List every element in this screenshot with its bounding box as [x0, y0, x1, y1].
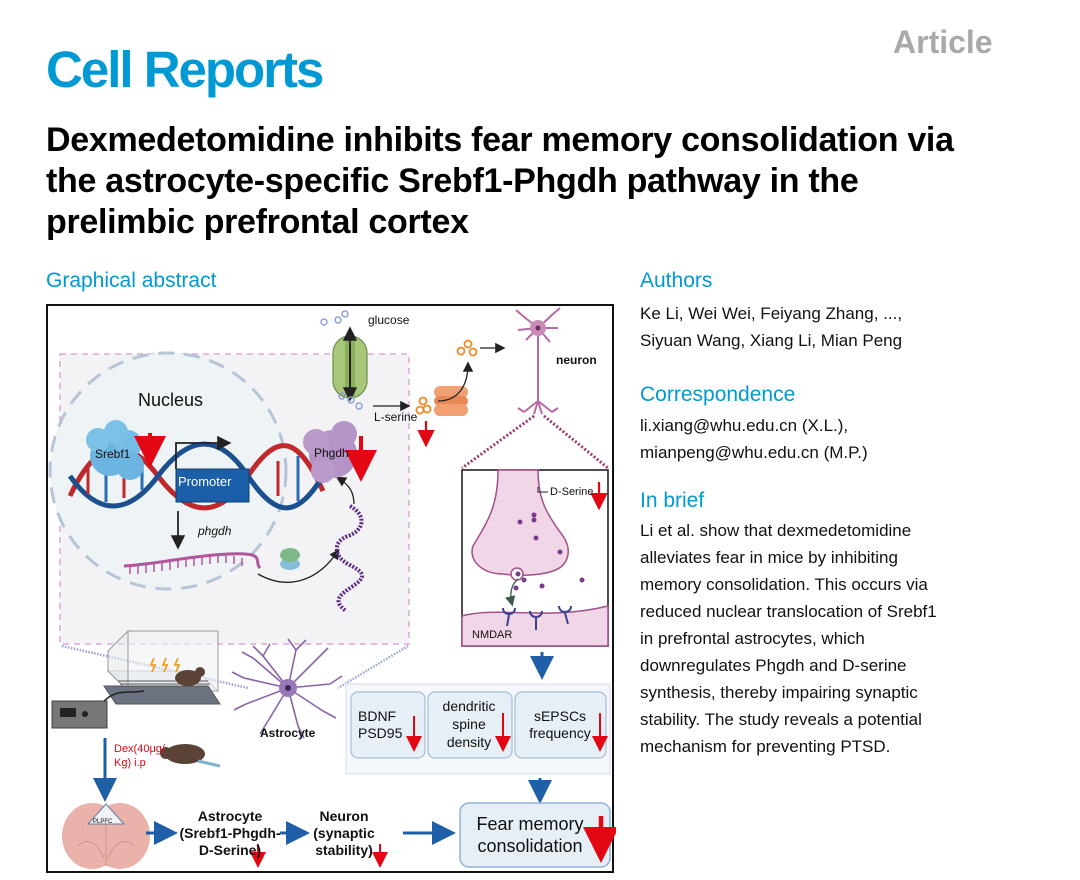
ribosome-icon [280, 548, 300, 570]
flow-neuron-line-3: stability) [315, 842, 373, 858]
fear-conditioning-chamber-icon [103, 629, 221, 705]
authors-heading: Authors [640, 269, 713, 292]
in-brief-line: synthesis, thereby impairing synaptic [640, 683, 918, 702]
nucleus-label: Nucleus [138, 390, 204, 410]
correspondence-email-2[interactable]: mianpeng@whu.edu.cn (M.P.) [640, 443, 868, 462]
neuron-icon [515, 307, 561, 415]
phgdh-protein-icon [303, 421, 357, 483]
shock-generator-icon [51, 690, 145, 729]
in-brief-line: reduced nuclear translocation of Srebf1 [640, 602, 937, 621]
promoter-box [175, 468, 250, 503]
phgdh-gene-label: phgdh [198, 524, 232, 538]
journal-logo: Cell Reports [46, 41, 324, 98]
in-brief-section: In brief Li et al. show that dexmedetomi… [640, 488, 1060, 760]
injected-mouse-icon [160, 744, 221, 768]
correspondence-email-1[interactable]: li.xiang@whu.edu.cn (X.L.), [640, 416, 849, 435]
sepscs-box [514, 691, 607, 759]
plpfc-label: PLPFC [93, 819, 113, 825]
bdnf-psd95-label: BDNF PSD95 [358, 708, 402, 742]
flow-astrocyte-label: Astrocyte (Srebf1-Phgdh- D-Serine) [176, 808, 284, 859]
in-brief-line: in prefrontal astrocytes, which [640, 629, 865, 648]
graphical-abstract-figure: Nucleus Srebf1 Promoter phgdh Phgdh gluc… [46, 304, 616, 873]
flow-astrocyte-line-3: D-Serine) [198, 842, 262, 858]
correspondence-section: Correspondence li.xiang@whu.edu.cn (X.L.… [640, 382, 1060, 466]
nmdar-receptors-icon [502, 605, 572, 630]
flow-neuron-line-2: (synaptic [313, 825, 375, 841]
peptide-chain-icon [334, 504, 364, 613]
sepscs-text: sEPSCs [533, 708, 587, 724]
fear-memory-line-2: consolidation [477, 836, 583, 856]
bdnf-text: BDNF [358, 708, 397, 724]
authors-line-1: Ke Li, Wei Wei, Feiyang Zhang, ..., [640, 304, 903, 323]
spine-text-3: density [446, 734, 492, 750]
nucleus-membrane [48, 351, 288, 591]
serine-transporter-icon [434, 386, 468, 416]
in-brief-line: alleviates fear in mice by inhibiting [640, 548, 898, 567]
astrocyte-label: Astrocyte [260, 726, 316, 740]
authors-line-2: Siyuan Wang, Xiang Li, Mian Peng [640, 331, 903, 350]
flow-astrocyte-line-1: Astrocyte [197, 808, 263, 824]
mrna-icon [123, 552, 262, 574]
phgdh-protein-label: Phgdh [314, 446, 349, 460]
psd95-text: PSD95 [358, 725, 403, 741]
spine-text-2: spine [452, 716, 486, 732]
astrocyte-icon [231, 638, 343, 739]
brain-slice-icon [62, 803, 150, 869]
in-brief-line: memory consolidation. This occurs via [640, 575, 928, 594]
spine-density-box [427, 691, 513, 759]
authors-section: Authors Ke Li, Wei Wei, Feiyang Zhang, .… [640, 268, 1060, 354]
spine-density-label: dendritic spine density [438, 697, 500, 751]
flow-neuron-label: Neuron (synaptic stability) [304, 808, 384, 859]
graphical-abstract-drawing [48, 307, 616, 869]
nmdar-label: NMDAR [472, 629, 513, 641]
in-brief-heading: In brief [640, 489, 705, 512]
neuron-label: neuron [556, 353, 597, 367]
paper-title: Dexmedetomidine inhibits fear memory con… [46, 121, 954, 241]
l-serine-molecules-icon [415, 339, 478, 415]
in-brief-line: downregulates Phgdh and D-serine [640, 656, 907, 675]
graphical-abstract-heading: Graphical abstract [46, 269, 217, 292]
glucose-label: glucose [368, 313, 410, 327]
glucose-molecules-icon [320, 310, 363, 410]
correspondence-heading: Correspondence [640, 383, 796, 406]
in-brief-text: Li et al. show that dexmedetomidine alle… [640, 517, 1060, 760]
srebf1-label: Srebf1 [95, 447, 131, 461]
dex-dose-line-2: Kg) i.p [114, 757, 146, 769]
sepscs-label: sEPSCs frequency [522, 708, 598, 742]
dex-dose-label: Dex(40μg/ Kg) i.p [114, 742, 165, 770]
article-type-label: Article [893, 24, 993, 60]
frequency-text: frequency [529, 725, 591, 741]
flow-astrocyte-line-2: (Srebf1-Phgdh- [179, 825, 281, 841]
in-brief-line: Li et al. show that dexmedetomidine [640, 521, 912, 540]
in-brief-line: mechanism for preventing PTSD. [640, 737, 891, 756]
dex-dose-line-1: Dex(40μg/ [114, 743, 165, 755]
spine-text-1: dendritic [442, 698, 496, 714]
flow-neuron-line-1: Neuron [319, 808, 369, 824]
d-serine-label: D-Serine [550, 486, 594, 498]
promoter-label: Promoter [178, 474, 232, 489]
in-brief-line: stability. The study reveals a potential [640, 710, 922, 729]
l-serine-label: L-serine [374, 410, 418, 424]
fear-memory-label: Fear memory consolidation [468, 813, 592, 857]
fear-memory-line-1: Fear memory [476, 814, 584, 834]
